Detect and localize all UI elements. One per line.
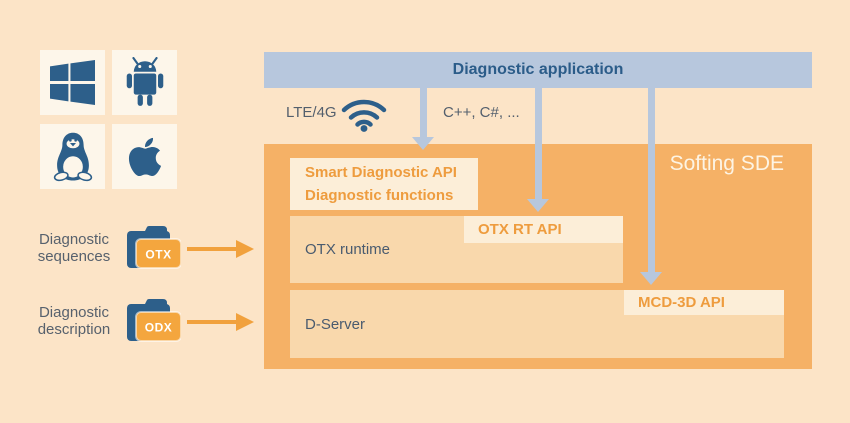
arrow-shaft (419, 88, 427, 137)
linux-tile (40, 124, 105, 189)
diagnostic-sequences-line1: Diagnostic (38, 231, 110, 248)
softing-sde-title: Softing SDE (669, 152, 784, 175)
arrow-head (236, 313, 254, 331)
android-tile (112, 50, 177, 115)
odx-folder-label: ODX (145, 321, 173, 335)
mcd-3d-api-label: MCD-3D API (638, 294, 725, 311)
apple-tile (112, 124, 177, 189)
arrow-head (236, 240, 254, 258)
languages-label: C++, C#, ... (443, 104, 520, 121)
otx-rt-api-label: OTX RT API (478, 221, 562, 238)
smart-diagnostic-api-box: Smart Diagnostic API Diagnostic function… (290, 158, 478, 210)
arrow-head (640, 272, 662, 285)
arrow-head (527, 199, 549, 212)
linux-icon (53, 132, 92, 181)
d-server-label: D-Server (305, 315, 366, 333)
wifi-icon (341, 99, 387, 132)
apple-icon (128, 137, 161, 176)
otx-rt-api-box: OTX RT API (464, 216, 623, 243)
arrow-shaft (534, 88, 542, 199)
arrow-head (412, 137, 434, 150)
diagnostic-application-bar: Diagnostic application (264, 52, 812, 88)
odx-folder-icon: ODX (127, 299, 182, 342)
smart-diagnostic-api-label: Smart Diagnostic API (305, 164, 457, 181)
diagnostic-application-title: Diagnostic application (452, 61, 624, 78)
diagnostic-description-line1: Diagnostic (38, 304, 110, 321)
diagnostic-sequences-label: Diagnostic sequences (22, 231, 126, 265)
diagnostic-sequences-line2: sequences (37, 248, 111, 265)
arrow-shaft (647, 88, 655, 272)
otx-runtime-label: OTX runtime (305, 241, 391, 258)
diagnostic-description-line2: description (37, 321, 111, 338)
android-icon (126, 56, 163, 106)
windows-icon (50, 60, 95, 105)
diagnostic-functions-label: Diagnostic functions (305, 187, 454, 204)
windows-tile (40, 50, 105, 115)
mcd-3d-api-box: MCD-3D API (624, 290, 784, 315)
lte-4g-label: LTE/4G (286, 104, 337, 121)
sequences-input-arrow (187, 240, 254, 258)
description-input-arrow (187, 313, 254, 331)
otx-folder-icon: OTX (127, 226, 182, 269)
diagnostic-description-label: Diagnostic description (22, 304, 126, 338)
arrow-shaft (187, 320, 236, 324)
arrow-shaft (187, 247, 236, 251)
otx-folder-label: OTX (145, 248, 171, 262)
